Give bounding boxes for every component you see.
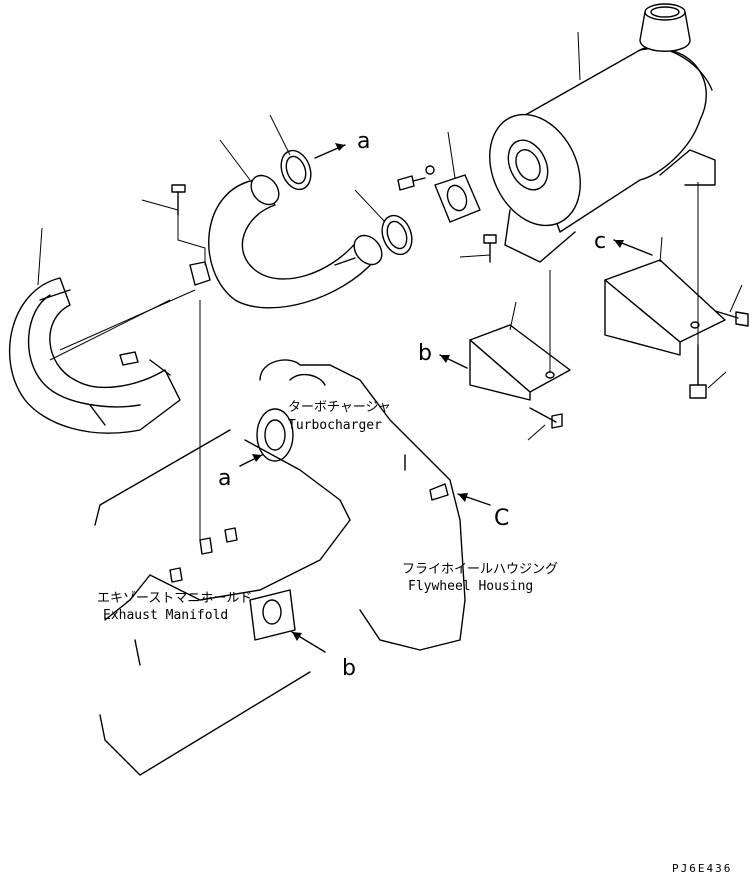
- callout-a-top: a: [357, 129, 370, 154]
- callout-c-engine: C: [494, 506, 509, 531]
- leader-lines: [37, 31, 743, 540]
- label-turbocharger-jp: ターボチャージャ: [288, 400, 391, 415]
- figure-code: PJ6E436: [672, 862, 732, 875]
- bracket-c: [604, 259, 726, 356]
- heat-shield: [8, 277, 181, 434]
- label-turbocharger-en: Turbocharger: [288, 418, 382, 433]
- callout-b-bottom: b: [342, 656, 356, 681]
- flange-gasket: [434, 174, 481, 223]
- callout-b-bracket: b: [418, 341, 432, 366]
- bolt-flange: [397, 165, 435, 191]
- arrow-c-engine: [457, 493, 491, 506]
- bracket-b: [469, 324, 571, 401]
- label-flywheel-housing-jp: フライホイールハウジング: [402, 562, 558, 577]
- elbow-pipe: [189, 174, 383, 309]
- muffler: [489, 3, 716, 263]
- bolt-right-vertical: [689, 344, 707, 399]
- arrow-c-bracket: [613, 239, 653, 256]
- gasket-ring-lower: [381, 214, 413, 256]
- label-flywheel-housing-en: Flywheel Housing: [408, 579, 533, 594]
- callout-a-turbo: a: [218, 466, 231, 491]
- label-exhaust-manifold-en: Exhaust Manifold: [103, 608, 228, 623]
- arrow-b-bracket: [439, 354, 468, 369]
- engine-block: [94, 359, 466, 776]
- label-exhaust-manifold-jp: エキゾーストマニホールド: [97, 591, 252, 606]
- callout-c-bracket: c: [594, 229, 606, 254]
- bolt-upper-left: [171, 184, 186, 216]
- bolt-bracket: [483, 234, 497, 263]
- arrow-a-turbo: [239, 454, 263, 467]
- arrow-b-bottom: [291, 631, 326, 653]
- bolt-lower-center: [529, 407, 563, 429]
- arrow-a-top: [314, 143, 346, 159]
- gasket-ring-upper: [280, 149, 312, 191]
